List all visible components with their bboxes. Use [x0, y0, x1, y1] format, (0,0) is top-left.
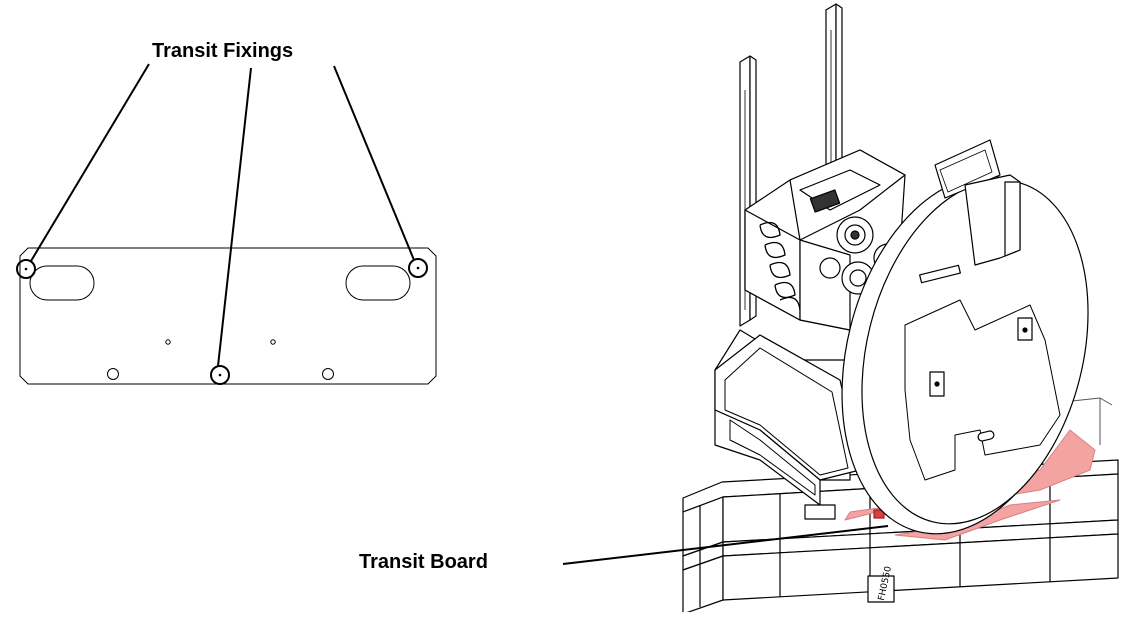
plate-slot-right — [345, 265, 411, 301]
large-disk — [841, 175, 1089, 535]
fixing-marker-centre — [210, 365, 230, 385]
leader-right — [333, 65, 415, 261]
fixing-marker-right — [408, 258, 428, 278]
plate-outline — [19, 247, 437, 385]
transit-board-plate — [19, 247, 437, 385]
plate-hole-large-right — [322, 368, 334, 380]
transit-fixings-label: Transit Fixings — [152, 40, 294, 62]
fixings-leader-lines — [30, 63, 415, 367]
fixing-marker-left — [16, 259, 36, 279]
plate-hole-large-left — [107, 368, 119, 380]
transit-board-label: Transit Board — [359, 551, 488, 573]
machine-on-pallet: FH0550 — [682, 3, 1119, 615]
transit-fixing-markers — [16, 258, 428, 385]
left-cabinet — [714, 329, 861, 520]
plate-hole-small-right — [270, 339, 276, 345]
fixing-marker-dots — [24, 266, 420, 377]
top-display-bracket — [934, 139, 1021, 266]
plate-slot-left — [29, 265, 95, 301]
plate-hole-small-left — [165, 339, 171, 345]
leader-left — [30, 63, 150, 262]
board-leader-line — [562, 525, 889, 565]
leader-centre — [217, 67, 252, 367]
